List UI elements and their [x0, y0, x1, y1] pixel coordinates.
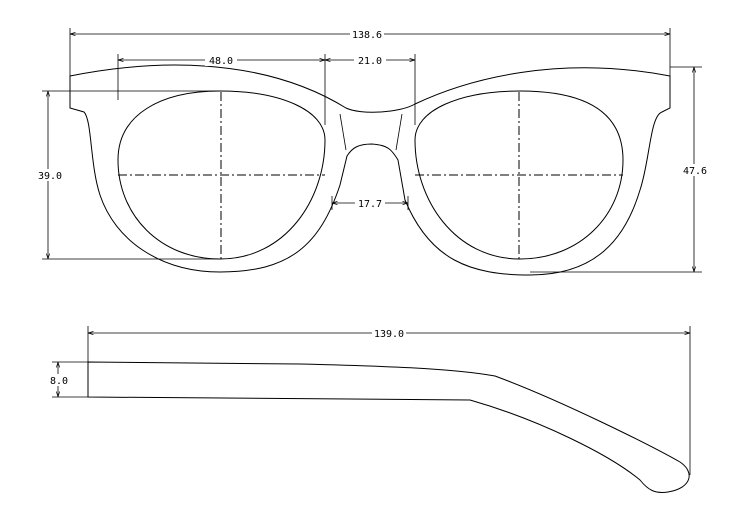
frame-height-dimension: 47.6	[530, 66, 709, 273]
lens-height-label: 39.0	[38, 171, 62, 182]
right-nose-pad	[395, 113, 403, 151]
bridge-width-label: 21.0	[358, 56, 382, 67]
total-width-dimension: 138.6	[69, 28, 671, 80]
nose-pad-distance-dimension: 17.7	[331, 196, 409, 210]
lens-height-dimension: 39.0	[36, 90, 220, 260]
frame-height-label: 47.6	[683, 166, 707, 177]
frame-outline	[69, 64, 671, 276]
temple-length-label: 139.0	[374, 329, 404, 340]
temple-arm	[87, 361, 690, 493]
temple-thickness-label: 8.0	[50, 376, 68, 387]
right-lens	[414, 90, 624, 260]
temple-thickness-dimension: 8.0	[47, 361, 88, 398]
lens-width-dimension: 48.0	[117, 54, 326, 125]
side-view: 139.0 8.0	[47, 326, 691, 493]
lens-width-label: 48.0	[209, 56, 233, 67]
front-view: 138.6 48.0 21.0 39.0	[36, 28, 709, 276]
temple-length-dimension: 139.0	[87, 326, 691, 475]
left-nose-pad	[339, 113, 347, 151]
total-width-label: 138.6	[352, 30, 382, 41]
nose-pad-distance-label: 17.7	[358, 199, 382, 210]
bridge-width-dimension: 21.0	[325, 54, 416, 125]
